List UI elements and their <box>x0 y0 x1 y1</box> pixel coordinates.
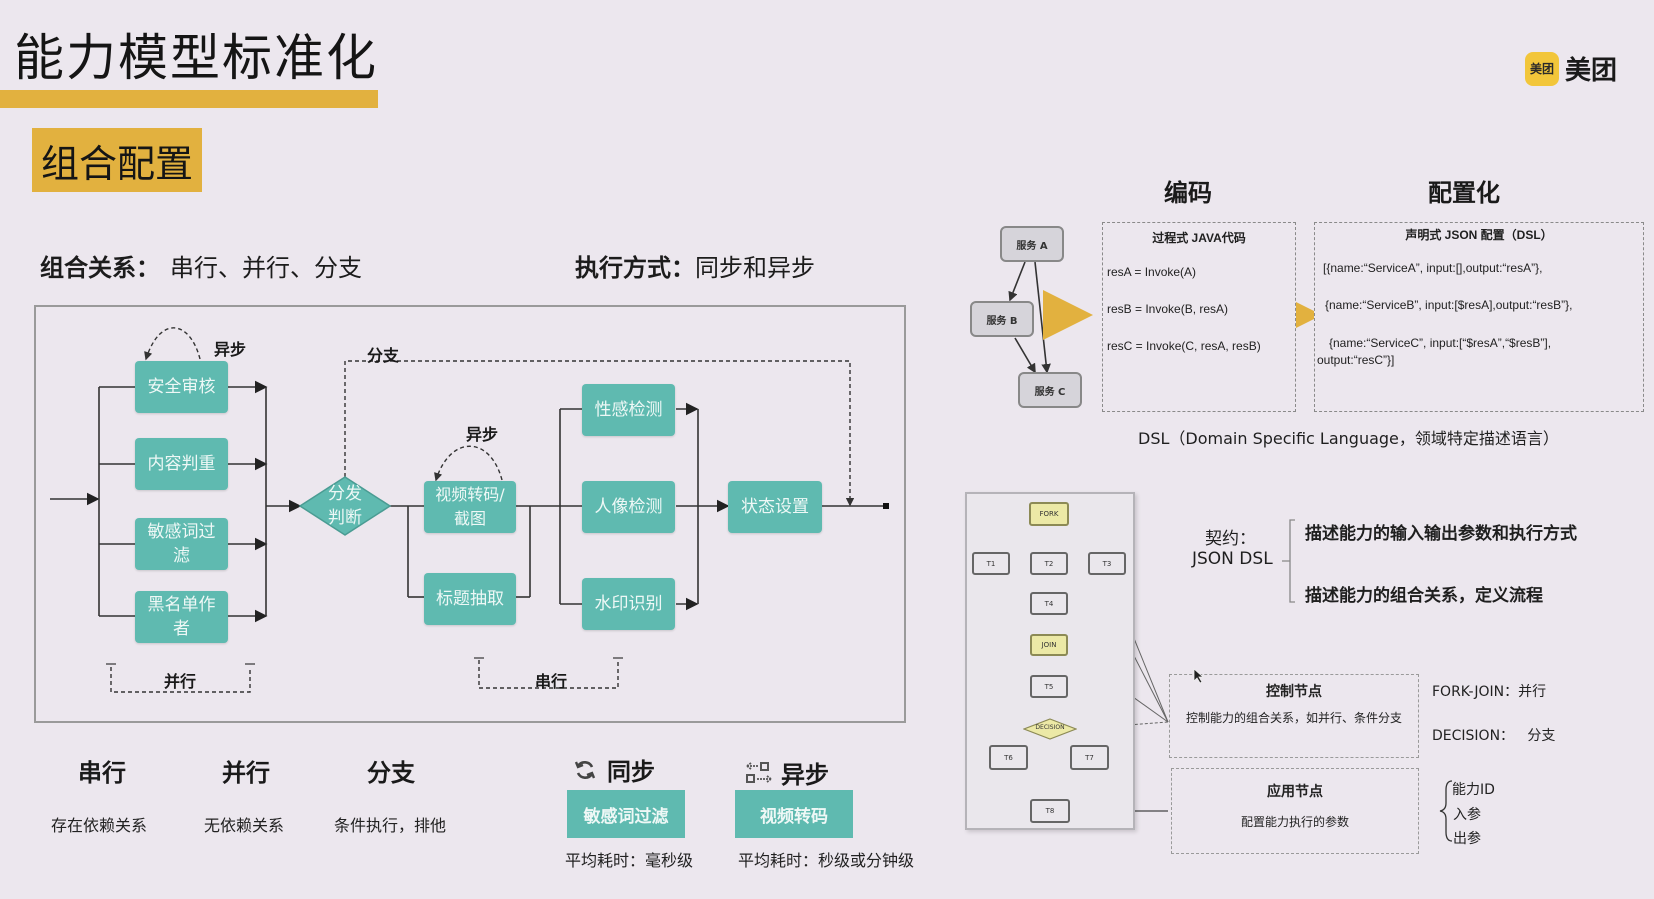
wf-t8-node: T8 <box>1030 799 1070 823</box>
mode-sync-title: 同步 <box>607 758 655 786</box>
contract-item-flow: 描述能力的组合关系，定义流程 <box>1305 586 1543 606</box>
decision-label: 分发 判断 <box>328 484 362 528</box>
exec-mode-value: 同步和异步 <box>695 254 815 282</box>
node-blacklist-author: 黑名单作 者 <box>135 591 228 643</box>
wf-decision-label: DECISION <box>1035 724 1065 731</box>
relation-branch-title: 分支 <box>367 759 415 787</box>
parallel-label: 并行 <box>164 672 197 691</box>
apply-node-title: 应用节点 <box>1267 784 1323 800</box>
meituan-logo-text: 美团 <box>1565 56 1618 86</box>
async-label-1: 异步 <box>214 340 247 359</box>
sync-icon <box>574 760 596 779</box>
control-node-box: 控制节点 控制能力的组合关系，如并行、条件分支 <box>1169 674 1419 758</box>
config-heading: 配置化 <box>1428 179 1500 207</box>
mode-async-example: 视频转码 <box>735 790 853 838</box>
decision-note: DECISION： 分支 <box>1432 728 1556 744</box>
dsl-caption: DSL（Domain Specific Language，领域特定描述语言） <box>1138 429 1559 448</box>
apply-note-ability-id: 能力ID <box>1452 782 1495 798</box>
wf-t5-node: T5 <box>1030 675 1068 698</box>
page-title: 能力模型标准化 <box>14 29 378 87</box>
mode-sync-example: 敏感词过滤 <box>567 790 685 838</box>
wf-decision-node <box>1023 718 1077 740</box>
java-line: resC = Invoke(C, resA, resB) <box>1107 339 1261 353</box>
contract-label-dsl: JSON DSL <box>1192 549 1273 569</box>
node-sexy-detect: 性感检测 <box>582 384 675 436</box>
wf-join-node: JOIN <box>1030 634 1068 656</box>
mode-async-heading: 异步 <box>745 755 829 790</box>
wf-t7-node: T7 <box>1070 745 1109 770</box>
node-status-set: 状态设置 <box>728 481 822 533</box>
contract-label: 契约： <box>1205 529 1256 549</box>
apply-note-output: 出参 <box>1453 831 1481 847</box>
json-line: output:“resC”}] <box>1317 353 1395 367</box>
java-code-caption: 过程式 JAVA代码 <box>1152 231 1246 245</box>
json-line: [{name:“ServiceA”, input:[],output:“resA… <box>1323 261 1543 275</box>
combo-relations-value: 串行、并行、分支 <box>170 254 362 282</box>
fork-join-note: FORK-JOIN：并行 <box>1432 684 1547 700</box>
java-code-box: 过程式 JAVA代码 resA = Invoke(A) resB = Invok… <box>1102 222 1296 412</box>
node-security-review: 安全审核 <box>135 361 228 413</box>
wf-fork-node: FORK <box>1029 502 1069 526</box>
node-content-dedup: 内容判重 <box>135 438 228 490</box>
async-icon <box>746 761 772 783</box>
flow-diagram-frame <box>34 305 906 723</box>
mode-async-title: 异步 <box>781 761 829 789</box>
wf-t6-node: T6 <box>989 745 1028 770</box>
relation-parallel-desc: 无依赖关系 <box>204 816 285 835</box>
wf-t2-node: T2 <box>1030 552 1068 575</box>
section-tag: 组合配置 <box>32 128 202 192</box>
relation-serial-desc: 存在依赖关系 <box>51 816 148 835</box>
service-a-node: 服务 A <box>1000 226 1064 262</box>
node-portrait-detect: 人像检测 <box>582 481 675 533</box>
combo-relations-heading: 组合关系： 串行、并行、分支 <box>40 248 362 283</box>
node-title-extract: 标题抽取 <box>424 573 516 625</box>
relation-branch-desc: 条件执行，排他 <box>334 816 447 835</box>
serial-label: 串行 <box>535 672 568 691</box>
meituan-logo: 美团 美团 <box>1525 50 1617 87</box>
service-c-node: 服务 C <box>1018 372 1082 408</box>
workflow-panel <box>965 492 1135 830</box>
json-line: {name:“ServiceB”, input:[$resA],output:“… <box>1325 298 1573 312</box>
mouse-cursor-icon <box>1193 668 1205 684</box>
json-line: {name:“ServiceC”, input:[“$resA”,“$resB”… <box>1329 336 1552 350</box>
meituan-logo-icon: 美团 <box>1525 51 1559 86</box>
relation-serial-title: 串行 <box>78 759 126 787</box>
control-node-desc: 控制能力的组合关系，如并行、条件分支 <box>1185 711 1402 725</box>
exec-mode-label: 执行方式： <box>575 254 695 282</box>
mode-async-latency: 平均耗时：秒级或分钟级 <box>738 851 915 870</box>
wf-t4-node: T4 <box>1030 592 1068 615</box>
apply-node-box: 应用节点 配置能力执行的参数 <box>1171 768 1419 854</box>
async-label-2: 异步 <box>466 425 499 444</box>
node-video-transcode: 视频转码/ 截图 <box>424 481 516 533</box>
contract-item-io: 描述能力的输入输出参数和执行方式 <box>1305 524 1577 544</box>
title-underline-bar <box>0 90 378 108</box>
json-config-caption: 声明式 JSON 配置（DSL） <box>1405 228 1553 242</box>
service-b-node: 服务 B <box>970 301 1034 337</box>
wf-t1-node: T1 <box>972 552 1010 575</box>
java-line: resA = Invoke(A) <box>1107 265 1197 279</box>
java-line: resB = Invoke(B, resA) <box>1107 302 1229 316</box>
exec-mode-heading: 执行方式：同步和异步 <box>575 248 815 283</box>
branch-label: 分支 <box>367 346 400 365</box>
relation-parallel-title: 并行 <box>222 759 270 787</box>
combo-relations-label: 组合关系： <box>40 254 160 282</box>
mode-sync-heading: 同步 <box>573 752 655 787</box>
control-node-title: 控制节点 <box>1266 684 1322 700</box>
json-config-box: 声明式 JSON 配置（DSL） [{name:“ServiceA”, inpu… <box>1314 222 1644 412</box>
coding-heading: 编码 <box>1164 179 1212 207</box>
mode-sync-latency: 平均耗时：毫秒级 <box>565 851 694 870</box>
node-watermark-detect: 水印识别 <box>582 578 675 630</box>
wf-t3-node: T3 <box>1088 552 1126 575</box>
node-sensitive-word-filter: 敏感词过 滤 <box>135 518 228 570</box>
apply-node-desc: 配置能力执行的参数 <box>1240 815 1349 829</box>
apply-note-input: 入参 <box>1453 807 1481 823</box>
